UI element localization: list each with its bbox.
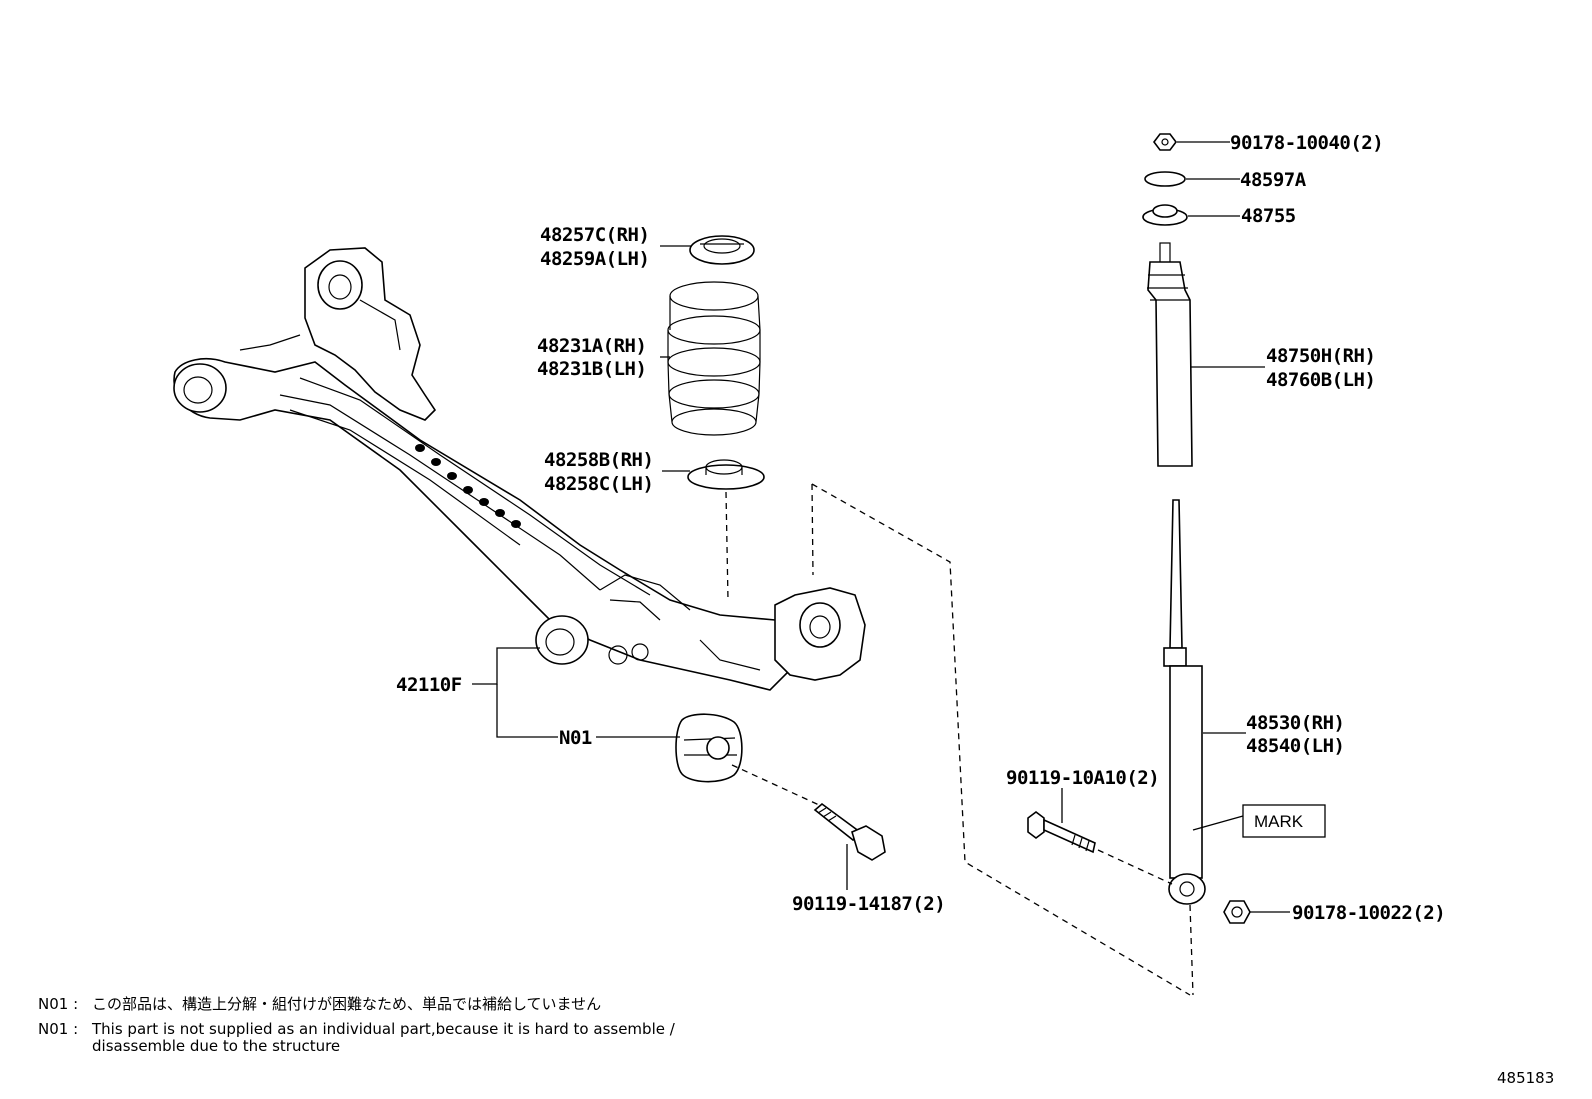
note-text-ja: この部品は、構造上分解・組付けが困難なため、単品では補給していません [92, 995, 601, 1013]
label-bushing: N01 [559, 727, 592, 749]
note-code-en: N01 : [38, 1020, 78, 1038]
absorber-bottom-guide [1189, 904, 1194, 996]
shock-absorber-drawing [1163, 499, 1206, 905]
absorber-bolt-guide [1097, 849, 1173, 885]
label-absorber-bolt: 90119-10A10(2) [1006, 767, 1159, 789]
bushing-bolt-guide [731, 764, 831, 811]
cushion-retainer-drawing [1144, 171, 1186, 187]
axle-beam-drawing [173, 247, 866, 691]
upper-support-drawing [1142, 204, 1188, 226]
note-text-en-1: This part is not supplied as an individu… [91, 1020, 676, 1038]
label-lower-insulator-lh: 48258C(LH) [544, 473, 653, 495]
note-text-en-2: disassemble due to the structure [92, 1037, 340, 1055]
label-beam-bolt: 90119-14187(2) [792, 893, 945, 915]
label-lower-insulator-rh: 48258B(RH) [544, 449, 653, 471]
label-absorber-rh: 48530(RH) [1246, 712, 1344, 734]
bushing-drawing [675, 713, 743, 783]
label-upper-insulator-lh: 48259A(LH) [540, 248, 649, 270]
label-absorber-lh: 48540(LH) [1246, 735, 1344, 757]
beam-bolt-drawing [813, 802, 886, 861]
label-dust-cover-lh: 48760B(LH) [1266, 369, 1375, 391]
absorber-bolt-drawing [1027, 811, 1096, 854]
leader-lines [472, 141, 1290, 913]
knuckle-guide-line [811, 483, 814, 576]
mark-box [1242, 804, 1326, 838]
label-upper-insulator-rh: 48257C(RH) [540, 224, 649, 246]
label-dust-cover-rh: 48750H(RH) [1266, 345, 1375, 367]
label-spring-rh: 48231A(RH) [537, 335, 646, 357]
nut-top-drawing [1153, 133, 1177, 151]
coil-spring-drawing [667, 281, 761, 436]
spring-seat-guide [725, 491, 729, 601]
nut-bottom-drawing [1223, 900, 1251, 924]
lower-insulator-drawing [687, 459, 765, 490]
label-upper-support: 48755 [1241, 205, 1296, 227]
dust-cover-drawing [1147, 242, 1193, 467]
label-nut-top: 90178-10040(2) [1230, 132, 1383, 154]
assembly-guide-line [811, 483, 1191, 996]
upper-insulator-drawing [689, 235, 755, 265]
note-code-ja: N01 : [38, 995, 78, 1013]
label-nut-bottom: 90178-10022(2) [1292, 902, 1445, 924]
label-mark: MARK [1254, 812, 1304, 831]
label-cushion-retainer: 48597A [1240, 169, 1307, 191]
label-axle-beam: 42110F [396, 674, 462, 696]
figure-number: 485183 [1497, 1069, 1554, 1087]
label-spring-lh: 48231B(LH) [537, 358, 646, 380]
